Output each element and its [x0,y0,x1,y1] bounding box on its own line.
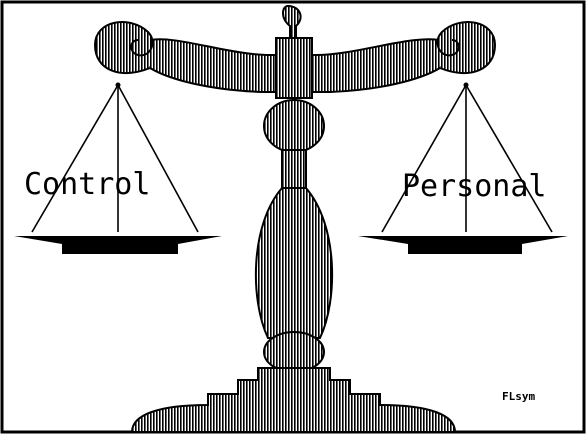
right-pan-icon [358,236,568,254]
caption-label: FLsym [502,390,535,403]
left-pan-label: Control [24,167,150,202]
left-pan-icon [14,236,222,254]
right-pan-label: Personal [402,169,547,204]
